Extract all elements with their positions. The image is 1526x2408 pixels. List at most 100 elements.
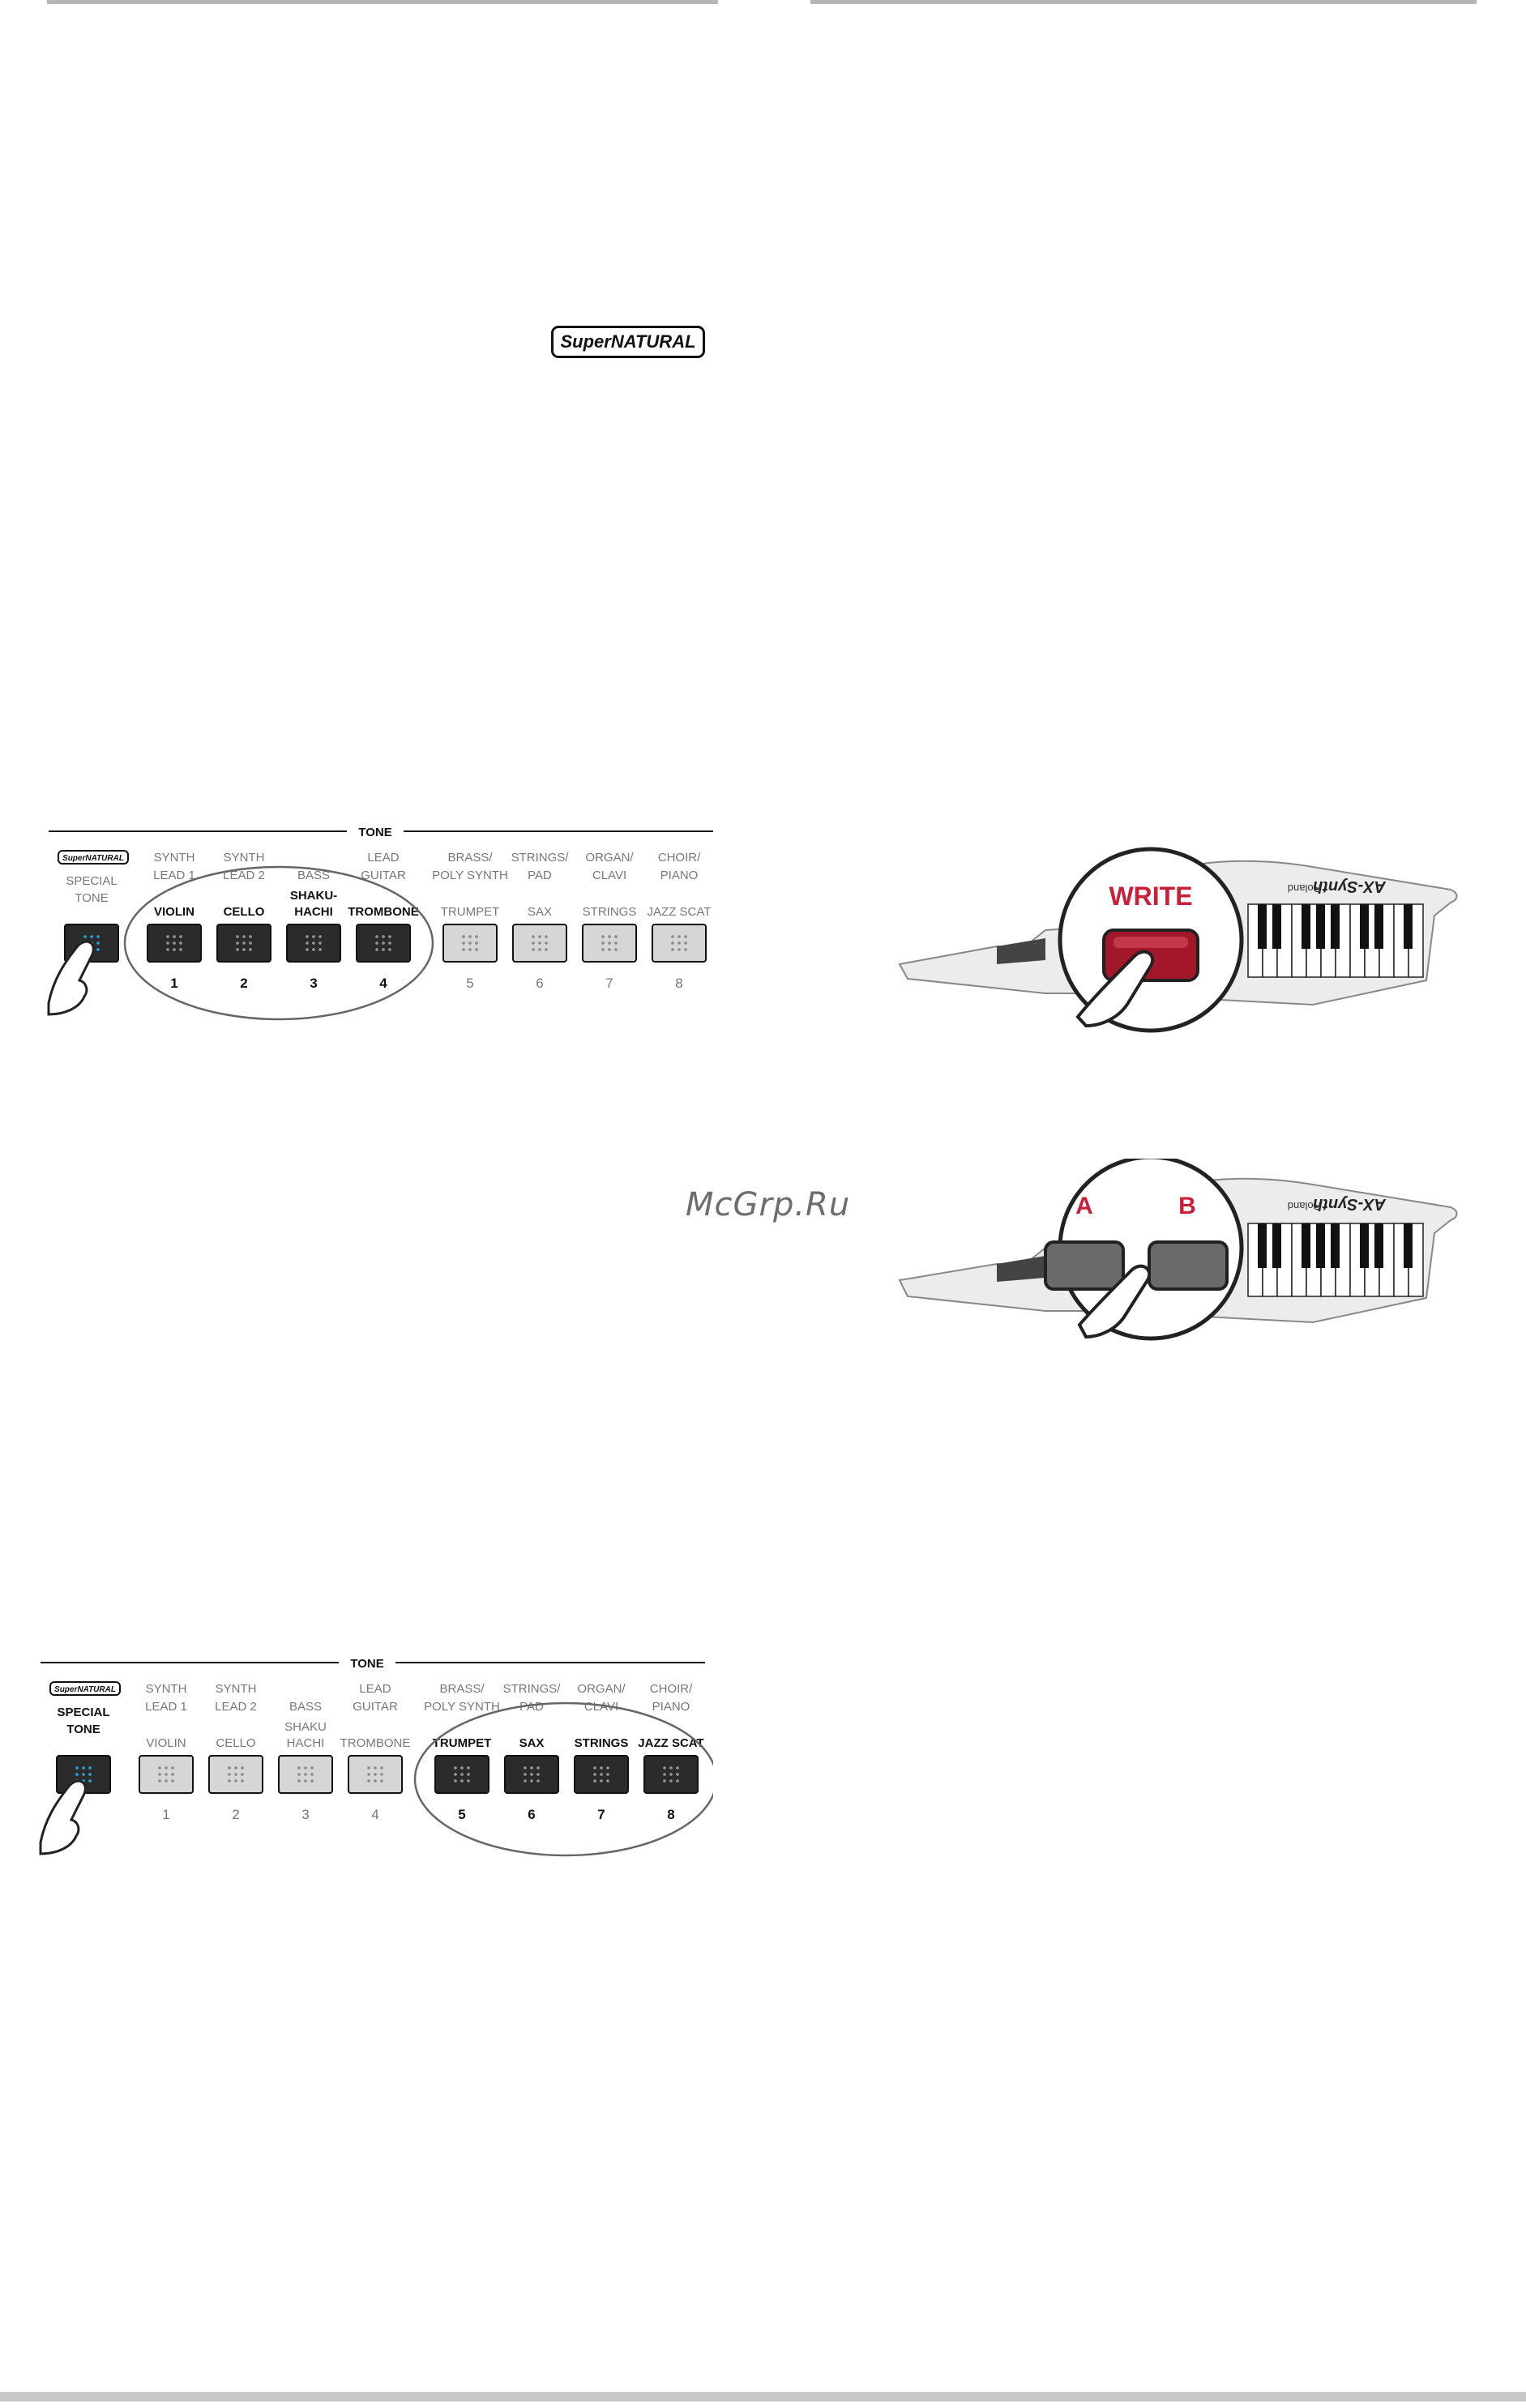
tone-number-label: 5: [458, 1807, 465, 1822]
button-led-dot: [684, 935, 687, 938]
button-a[interactable]: [1044, 1240, 1125, 1291]
tone-group-label: ORGAN/: [585, 851, 634, 865]
black-key: [1302, 904, 1310, 949]
button-led-dot: [374, 1779, 377, 1783]
supernatural-mini-logo: [58, 850, 129, 865]
button-led-dot: [671, 935, 674, 938]
button-led-dot: [158, 1773, 161, 1776]
button-led-dot: [242, 948, 246, 951]
button-led-dot: [318, 948, 322, 951]
black-key: [1258, 1223, 1267, 1268]
button-led-dot: [166, 935, 169, 938]
button-led-dot: [600, 1773, 603, 1776]
tone-name-label: SHAKU: [284, 1720, 327, 1734]
tone-name-label: CELLO: [216, 1736, 255, 1750]
button-led-dot: [532, 941, 535, 945]
tone-group-label: BRASS/: [439, 1682, 485, 1696]
tone-name-label: STRINGS: [575, 1736, 629, 1750]
button-led-dot: [669, 1779, 673, 1783]
top-rule-right: [810, 0, 1477, 4]
button-led-dot: [614, 935, 618, 938]
button-led-dot: [678, 935, 681, 938]
button-led-dot: [297, 1766, 301, 1770]
button-led-dot: [530, 1773, 533, 1776]
tone-number-label: 6: [528, 1807, 535, 1822]
button-led-dot: [536, 1773, 540, 1776]
button-led-dot: [388, 948, 391, 951]
keyboard-keys: [1247, 1223, 1424, 1297]
button-led-dot: [467, 1766, 470, 1770]
button-led-dot: [545, 948, 548, 951]
keytar-neck-dark: [997, 1256, 1045, 1282]
tone-number-label: 5: [466, 976, 473, 991]
button-led-dot: [249, 941, 252, 945]
write-label: WRITE: [1109, 882, 1192, 911]
button-led-dot: [545, 935, 548, 938]
black-key: [1360, 904, 1369, 949]
tone-group-label: CHOIR/: [658, 851, 701, 865]
tone-group-label: SYNTH: [146, 1682, 187, 1696]
keytar-brand-label: Roland: [1288, 1200, 1321, 1212]
button-led-dot: [234, 1779, 237, 1783]
button-led-dot: [545, 941, 548, 945]
button-led-dot: [382, 935, 385, 938]
button-led-dot: [367, 1766, 370, 1770]
button-led-dot: [593, 1773, 596, 1776]
tone-name-label: SAX: [528, 905, 552, 919]
tone-name-label: CELLO: [224, 905, 265, 919]
button-led-dot: [382, 941, 385, 945]
keytar-model-label: AX-Synth: [1313, 1195, 1387, 1213]
button-led-dot: [678, 948, 681, 951]
tone-group-label: BASS: [289, 1700, 322, 1714]
write-button-highlight: [1114, 937, 1188, 948]
button-led-dot: [663, 1779, 666, 1783]
button-led-dot: [460, 1773, 464, 1776]
button-led-dot: [165, 1779, 168, 1783]
black-key: [1374, 904, 1383, 949]
button-led-dot: [663, 1766, 666, 1770]
button-led-dot: [173, 935, 176, 938]
button-led-dot: [228, 1773, 231, 1776]
tone-name-label: SHAKU-: [290, 889, 337, 903]
supernatural-mini-logo: [49, 1681, 121, 1696]
button-led-dot: [380, 1766, 383, 1770]
button-led-dot: [88, 1766, 92, 1770]
tone-number-label: 7: [597, 1807, 605, 1822]
button-led-dot: [600, 1779, 603, 1783]
tone-group-label: POLY SYNTH: [424, 1700, 500, 1714]
button-led-dot: [475, 941, 478, 945]
button-led-dot: [249, 948, 252, 951]
button-led-dot: [242, 941, 246, 945]
button-led-dot: [468, 941, 472, 945]
button-led-dot: [608, 948, 611, 951]
button-led-dot: [171, 1773, 174, 1776]
button-led-dot: [467, 1779, 470, 1783]
button-led-dot: [454, 1773, 457, 1776]
button-led-dot: [304, 1766, 307, 1770]
button-led-dot: [475, 948, 478, 951]
tone-group-label: SYNTH: [224, 851, 265, 865]
black-key: [1404, 904, 1413, 949]
tone-name-label: JAZZ SCAT: [648, 905, 712, 919]
button-led-dot: [96, 948, 100, 951]
supernatural-logo-text: SuperNATURAL: [560, 331, 696, 352]
button-a-label: A: [1075, 1193, 1093, 1219]
button-led-dot: [530, 1766, 533, 1770]
button-led-dot: [306, 948, 309, 951]
button-led-dot: [669, 1766, 673, 1770]
watermark: McGrp.Ru: [686, 1186, 851, 1223]
tone-group-label: PAD: [528, 869, 552, 882]
button-b[interactable]: [1148, 1240, 1229, 1291]
button-led-dot: [90, 935, 93, 938]
tone-group-label: CHOIR/: [650, 1682, 693, 1696]
tone-group-label: SYNTH: [154, 851, 195, 865]
tone-number-label: 3: [301, 1807, 309, 1822]
tone-number-label: 6: [536, 976, 543, 991]
special-tone-label: TONE: [75, 891, 108, 905]
tone-name-label: TROMBONE: [340, 1736, 411, 1750]
button-led-dot: [475, 935, 478, 938]
button-led-dot: [468, 948, 472, 951]
pressing-finger: [1075, 950, 1154, 1028]
